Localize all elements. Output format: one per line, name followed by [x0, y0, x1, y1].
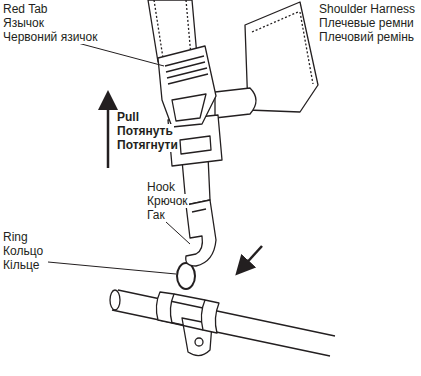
clamp-band — [156, 292, 174, 323]
tube — [112, 290, 335, 356]
pull-arrow — [107, 100, 110, 168]
part-label: Язычок — [2, 16, 45, 30]
direction-arrow — [242, 246, 262, 268]
leader-line — [166, 222, 190, 244]
hook-detail — [192, 209, 206, 212]
part-label: Red Tab — [2, 2, 48, 16]
red-tab — [158, 46, 216, 127]
part-label: Потянуть — [116, 124, 174, 138]
tab-ridges — [165, 56, 208, 84]
part-label: Кольцо — [2, 244, 44, 258]
leader-line — [74, 42, 164, 66]
part-label: Кільце — [2, 258, 40, 272]
part-label: Плечевые ремни — [318, 16, 415, 30]
ring — [177, 263, 195, 289]
part-label: Потягнути — [116, 138, 179, 152]
stitching — [154, 0, 191, 58]
buckle-slot — [180, 136, 211, 154]
part-label: Hook — [146, 180, 176, 194]
hook — [186, 200, 216, 266]
leader-line — [48, 262, 176, 274]
part-label: Ring — [2, 230, 29, 244]
part-label: Плечовий ремінь — [318, 30, 415, 44]
stitching — [252, 12, 313, 84]
part-label: Гак — [146, 208, 166, 222]
clamp-body — [172, 294, 205, 330]
clamp-hole — [195, 338, 203, 346]
part-label: Червоний язичок — [2, 30, 99, 44]
shoulder-strap — [245, 2, 318, 112]
clamp-band — [201, 300, 219, 333]
part-label: Крючок — [146, 194, 189, 208]
tube-end — [110, 290, 120, 310]
part-label: Shoulder Harness — [318, 2, 416, 16]
harness-loop — [215, 88, 256, 118]
part-label: Pull — [116, 110, 140, 124]
tab-detail — [172, 94, 206, 121]
